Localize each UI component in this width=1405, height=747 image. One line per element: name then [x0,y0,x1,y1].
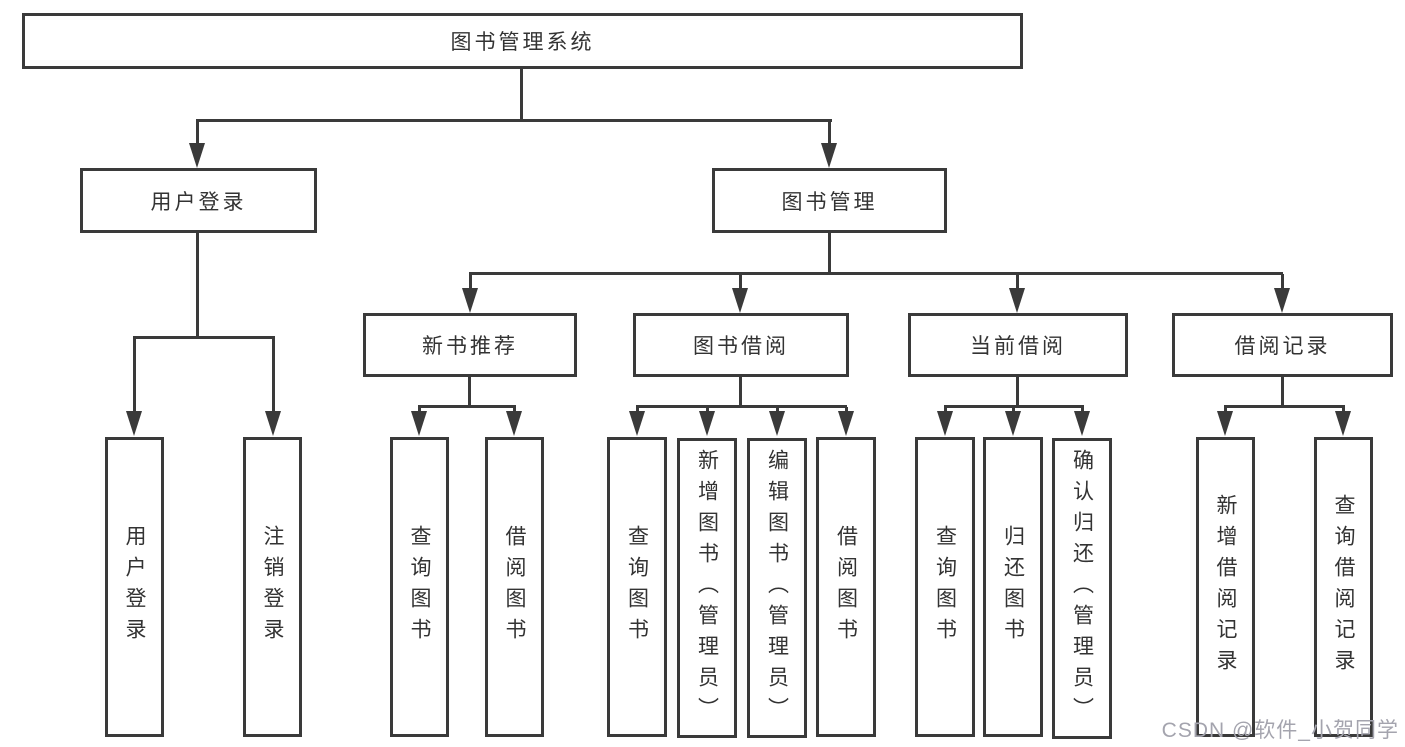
leaf-edit-books-admin: 编辑图书（管理员） [747,438,807,738]
connector-bookborrow-branch [636,405,847,408]
connector-userlogin-stub [196,233,199,339]
node-book-management: 图书管理 [712,168,947,233]
leaf-borrow-books-label: 借阅图书 [834,525,858,649]
leaf-add-borrow-record: 新增借阅记录 [1196,437,1255,737]
arrow-down-icon [821,143,837,168]
leaf-newbook-query-books: 查询图书 [390,437,449,737]
connector-records-branch [1224,405,1345,408]
leaf-borrow-books: 借阅图书 [816,437,876,737]
arrow-down-icon [1005,411,1021,436]
node-borrow-records: 借阅记录 [1172,313,1393,377]
leaf-edit-books-admin-label: 编辑图书（管理员） [765,448,789,728]
leaf-confirm-return-admin-label: 确认归还（管理员） [1070,449,1094,728]
node-user-login: 用户登录 [80,168,317,233]
connector-level3-branch [469,272,1283,275]
connector-shaft [776,407,779,413]
arrow-down-icon [1274,288,1290,313]
leaf-newbook-query-books-label: 查询图书 [408,525,431,649]
connector-shaft [469,274,472,290]
connector-bookborrow-stub [739,377,742,408]
leaf-borrow-query-books-label: 查询图书 [625,525,649,649]
connector-root-stub [520,69,523,121]
leaf-return-books-label: 归还图书 [1001,525,1025,649]
arrow-down-icon [1009,288,1025,313]
arrow-down-icon [769,411,785,436]
connector-shaft [1281,274,1284,290]
connector-shaft [845,407,848,413]
arrow-down-icon [126,411,142,436]
connector-newbook-branch [418,405,516,408]
connector-shaft [1012,407,1015,413]
connector-shaft [1224,407,1227,413]
leaf-add-books-admin-label: 新增图书（管理员） [695,448,719,728]
connector-shaft [418,407,421,413]
connector-shaft [636,407,639,413]
connector-userlogin-shaft [196,121,199,146]
arrow-down-icon [411,411,427,436]
arrow-down-icon [1217,411,1233,436]
leaf-query-borrow-record-label: 查询借阅记录 [1332,494,1355,680]
leaf-return-books: 归还图书 [983,437,1043,737]
connector-level2-branch [196,119,832,122]
arrow-down-icon [462,288,478,313]
arrow-down-icon [1335,411,1351,436]
connector-shaft [133,338,136,413]
arrow-down-icon [189,143,205,168]
arrow-down-icon [265,411,281,436]
arrow-down-icon [838,411,854,436]
connector-bookmgmt-stub [828,233,831,274]
leaf-user-login: 用户登录 [105,437,164,737]
leaf-add-borrow-record-label: 新增借阅记录 [1214,494,1237,680]
leaf-borrow-query-books: 查询图书 [607,437,667,737]
node-new-book-recommend: 新书推荐 [363,313,577,377]
leaf-current-query-books-label: 查询图书 [933,525,957,649]
connector-shaft [513,407,516,413]
arrow-down-icon [1074,411,1090,436]
connector-records-stub [1281,377,1284,408]
arrow-down-icon [629,411,645,436]
connector-shaft [1342,407,1345,413]
connector-shaft [706,407,709,413]
arrow-down-icon [937,411,953,436]
leaf-newbook-borrow-books-label: 借阅图书 [503,525,526,649]
connector-currentborrow-branch [944,405,1084,408]
connector-userlogin-branch [133,336,275,339]
connector-bookmgmt-shaft [828,121,831,146]
connector-shaft [272,338,275,413]
connector-shaft [1081,407,1084,413]
leaf-user-login-label: 用户登录 [123,525,146,649]
connector-shaft [944,407,947,413]
leaf-current-query-books: 查询图书 [915,437,975,737]
leaf-logout-label: 注销登录 [261,525,284,649]
connector-shaft [1016,274,1019,290]
node-current-borrow: 当前借阅 [908,313,1128,377]
leaf-logout: 注销登录 [243,437,302,737]
arrow-down-icon [732,288,748,313]
connector-newbook-stub [468,377,471,408]
leaf-confirm-return-admin: 确认归还（管理员） [1052,438,1112,739]
leaf-newbook-borrow-books: 借阅图书 [485,437,544,737]
leaf-add-books-admin: 新增图书（管理员） [677,438,737,738]
connector-shaft [739,274,742,290]
node-root: 图书管理系统 [22,13,1023,69]
node-book-borrow: 图书借阅 [633,313,849,377]
leaf-query-borrow-record: 查询借阅记录 [1314,437,1373,737]
connector-currentborrow-stub [1016,377,1019,408]
arrow-down-icon [699,411,715,436]
watermark-text: CSDN @软件_小贺同学 [1161,719,1399,742]
arrow-down-icon [506,411,522,436]
